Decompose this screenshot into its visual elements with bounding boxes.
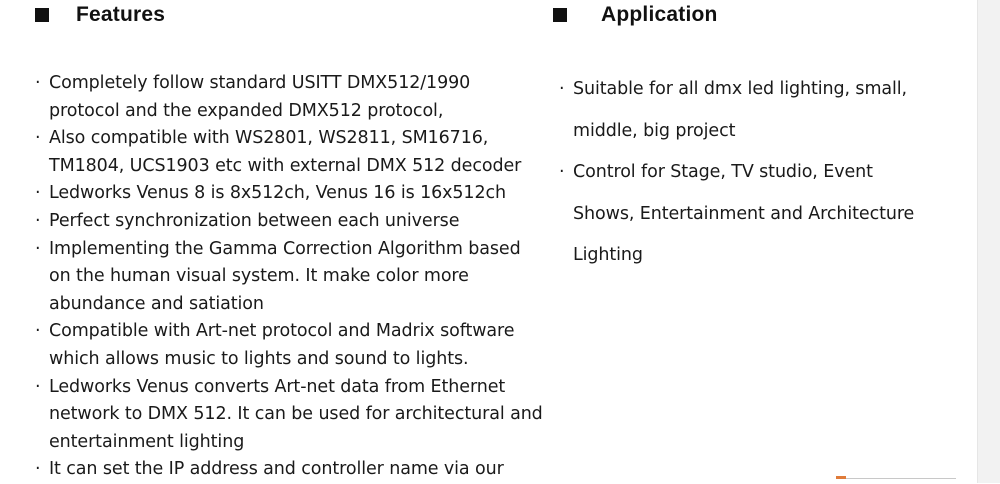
page-right-edge bbox=[977, 0, 1000, 483]
list-item-line: Lighting bbox=[573, 245, 643, 265]
list-item-line: which allows music to lights and sound t… bbox=[49, 348, 469, 369]
list-item-line: entertainment lighting bbox=[49, 431, 245, 452]
dot-bullet-icon: · bbox=[35, 459, 41, 480]
dot-bullet-icon: · bbox=[35, 128, 41, 149]
application-heading: Application bbox=[553, 2, 718, 28]
list-item: · Perfect synchronization between each un… bbox=[35, 208, 555, 236]
dot-bullet-icon: · bbox=[35, 183, 41, 204]
features-heading: Features bbox=[35, 2, 165, 28]
application-title: Application bbox=[601, 3, 718, 26]
list-item-line: Suitable for all dmx led lighting, small… bbox=[573, 79, 908, 99]
list-item-line: network to DMX 512. It can be used for a… bbox=[49, 404, 543, 425]
list-item-line: protocol and the expanded DMX512 protoco… bbox=[49, 100, 444, 121]
list-item-line: Implementing the Gamma Correction Algori… bbox=[49, 238, 521, 259]
list-item-line: Ledworks Venus 8 is 8x512ch, Venus 16 is… bbox=[49, 183, 507, 204]
dot-bullet-icon: · bbox=[559, 79, 565, 99]
dot-bullet-icon: · bbox=[35, 210, 41, 231]
list-item-line: TM1804, UCS1903 etc with external DMX 51… bbox=[49, 155, 522, 176]
dot-bullet-icon: · bbox=[35, 376, 41, 397]
list-item: · Compatible with Art-net protocol and Ma… bbox=[35, 318, 555, 373]
list-item-line: It can set the IP address and controller… bbox=[49, 459, 504, 480]
list-item: · Also compatible with WS2801, WS2811, SM… bbox=[35, 125, 555, 180]
list-item: · Suitable for all dmx led lighting, smal… bbox=[559, 69, 939, 152]
corner-divider bbox=[836, 476, 956, 479]
list-item-line: Ledworks Venus converts Art-net data fro… bbox=[49, 376, 506, 397]
dot-bullet-icon: · bbox=[559, 162, 565, 182]
square-bullet-icon bbox=[553, 8, 567, 22]
list-item-line: on the human visual system. It make colo… bbox=[49, 266, 469, 287]
list-item: · Completely follow standard USITT DMX512… bbox=[35, 70, 555, 125]
dot-bullet-icon: · bbox=[35, 238, 41, 259]
list-item-line: Shows, Entertainment and Architecture bbox=[573, 203, 915, 224]
application-list: · Suitable for all dmx led lighting, smal… bbox=[559, 69, 939, 277]
list-item-line: Perfect synchronization between each uni… bbox=[49, 210, 460, 231]
list-item: · Ledworks Venus 8 is 8x512ch, Venus 16 i… bbox=[35, 180, 555, 208]
square-bullet-icon bbox=[35, 8, 49, 22]
list-item-line: Completely follow standard USITT DMX512/… bbox=[49, 73, 471, 93]
list-item-line: Compatible with Art-net protocol and Mad… bbox=[49, 321, 515, 342]
list-item-line: middle, big project bbox=[573, 120, 736, 141]
list-item-line: Also compatible with WS2801, WS2811, SM1… bbox=[49, 128, 489, 149]
list-item-line: abundance and satiation bbox=[49, 293, 264, 314]
features-list: · Completely follow standard USITT DMX512… bbox=[35, 70, 555, 484]
list-item: · Ledworks Venus converts Art-net data fr… bbox=[35, 374, 555, 457]
dot-bullet-icon: · bbox=[35, 73, 41, 93]
features-title: Features bbox=[76, 3, 166, 26]
list-item-line: Control for Stage, TV studio, Event bbox=[573, 162, 873, 182]
list-item: · It can set the IP address and controlle… bbox=[35, 456, 555, 484]
list-item: · Implementing the Gamma Correction Algor… bbox=[35, 236, 555, 319]
dot-bullet-icon: · bbox=[35, 321, 41, 342]
